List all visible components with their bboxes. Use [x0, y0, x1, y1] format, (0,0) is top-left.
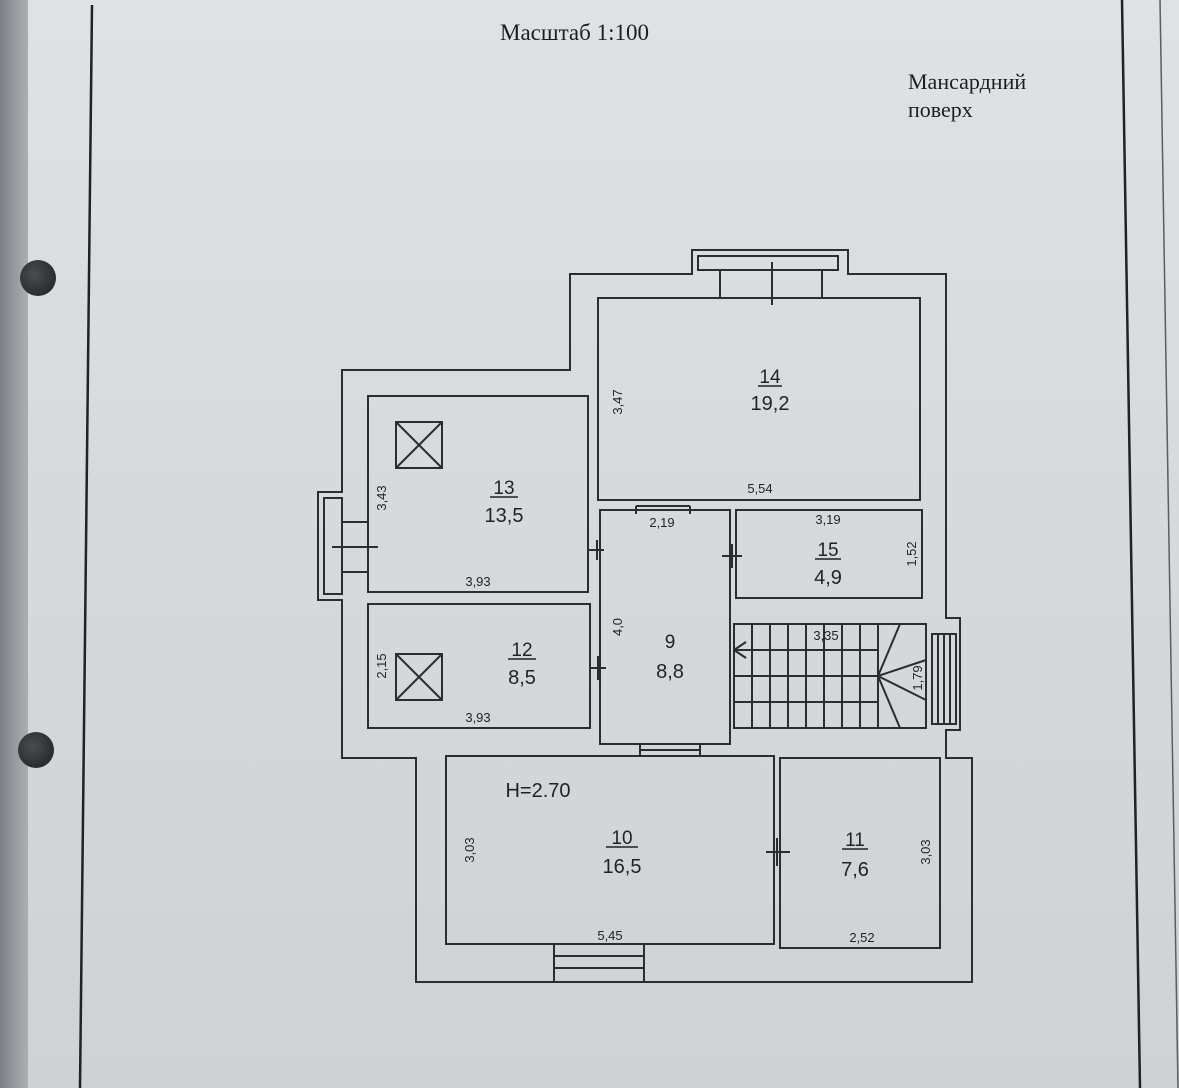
ceiling-height: H=2.70 — [505, 780, 570, 802]
dim-stair-length: 3,35 — [813, 628, 838, 643]
room-10-area: 16,5 — [603, 856, 642, 878]
room-14-area: 19,2 — [751, 393, 790, 415]
floor-label-line2: поверх — [908, 97, 973, 122]
frame-left-line — [78, 4, 94, 1088]
room-15-area: 4,9 — [814, 567, 842, 589]
dim-room13-height: 3,43 — [374, 485, 389, 510]
dim-room13-width: 3,93 — [465, 574, 490, 589]
stair-arrow-down — [733, 649, 747, 659]
staircase — [733, 623, 957, 729]
room-10-outline — [445, 755, 775, 945]
dim-room9-width: 2,19 — [649, 515, 674, 530]
bottom-entry-steps — [553, 943, 645, 983]
skylight-room-13 — [395, 421, 443, 469]
room-15-number: 15 — [817, 540, 838, 561]
dim-room9-height: 4,0 — [610, 618, 625, 636]
scale-title: Масштаб 1:100 — [500, 20, 649, 45]
dim-room11-height: 3,03 — [918, 839, 933, 864]
room-12-number: 12 — [511, 640, 532, 661]
room-14-outline — [597, 297, 921, 501]
dim-room14-height: 3,47 — [610, 389, 625, 414]
dim-room15-width: 3,19 — [815, 512, 840, 527]
room-12-area: 8,5 — [508, 667, 536, 689]
room-10-number: 10 — [611, 828, 632, 849]
room-15-outline — [735, 509, 923, 599]
dim-room14-width: 5,54 — [747, 481, 772, 496]
skylight-room-13-cross — [395, 421, 443, 469]
skylight-room-12-cross — [395, 653, 443, 701]
room-14-number: 14 — [759, 367, 781, 388]
room-11-area: 7,6 — [841, 859, 869, 881]
room-9-number: 9 — [665, 632, 676, 653]
skylight-room-12 — [395, 653, 443, 701]
dim-stair-width: 1,79 — [910, 665, 925, 690]
room-9-area: 8,8 — [656, 661, 684, 683]
top-bay-window — [697, 255, 839, 271]
room-11-number: 11 — [845, 830, 865, 851]
room-13-outline — [367, 395, 589, 593]
dim-room12-width: 3,93 — [465, 710, 490, 725]
room-13-area: 13,5 — [485, 505, 524, 527]
dim-room12-height: 2,15 — [374, 653, 389, 678]
stair-arrow-up — [733, 641, 747, 651]
sheet-edge-line — [1159, 0, 1179, 1088]
dim-room11-width: 2,52 — [849, 930, 874, 945]
stair-winders — [877, 623, 927, 729]
floor-label: Мансардний поверх — [908, 68, 1026, 124]
punch-hole-bottom — [18, 732, 54, 768]
dim-room10-width: 5,45 — [597, 928, 622, 943]
dim-room15-height: 1,52 — [904, 541, 919, 566]
room-9-outline — [599, 509, 731, 745]
paper-sheet — [28, 0, 1179, 1088]
floor-label-line1: Мансардний — [908, 69, 1027, 94]
outer-wall — [317, 249, 973, 983]
room-12-outline — [367, 603, 591, 729]
room-13-number: 13 — [493, 478, 514, 499]
frame-right-line — [1120, 0, 1142, 1088]
dim-room10-height: 3,03 — [462, 837, 477, 862]
punch-hole-top — [20, 260, 56, 296]
room-11-outline — [779, 757, 941, 949]
